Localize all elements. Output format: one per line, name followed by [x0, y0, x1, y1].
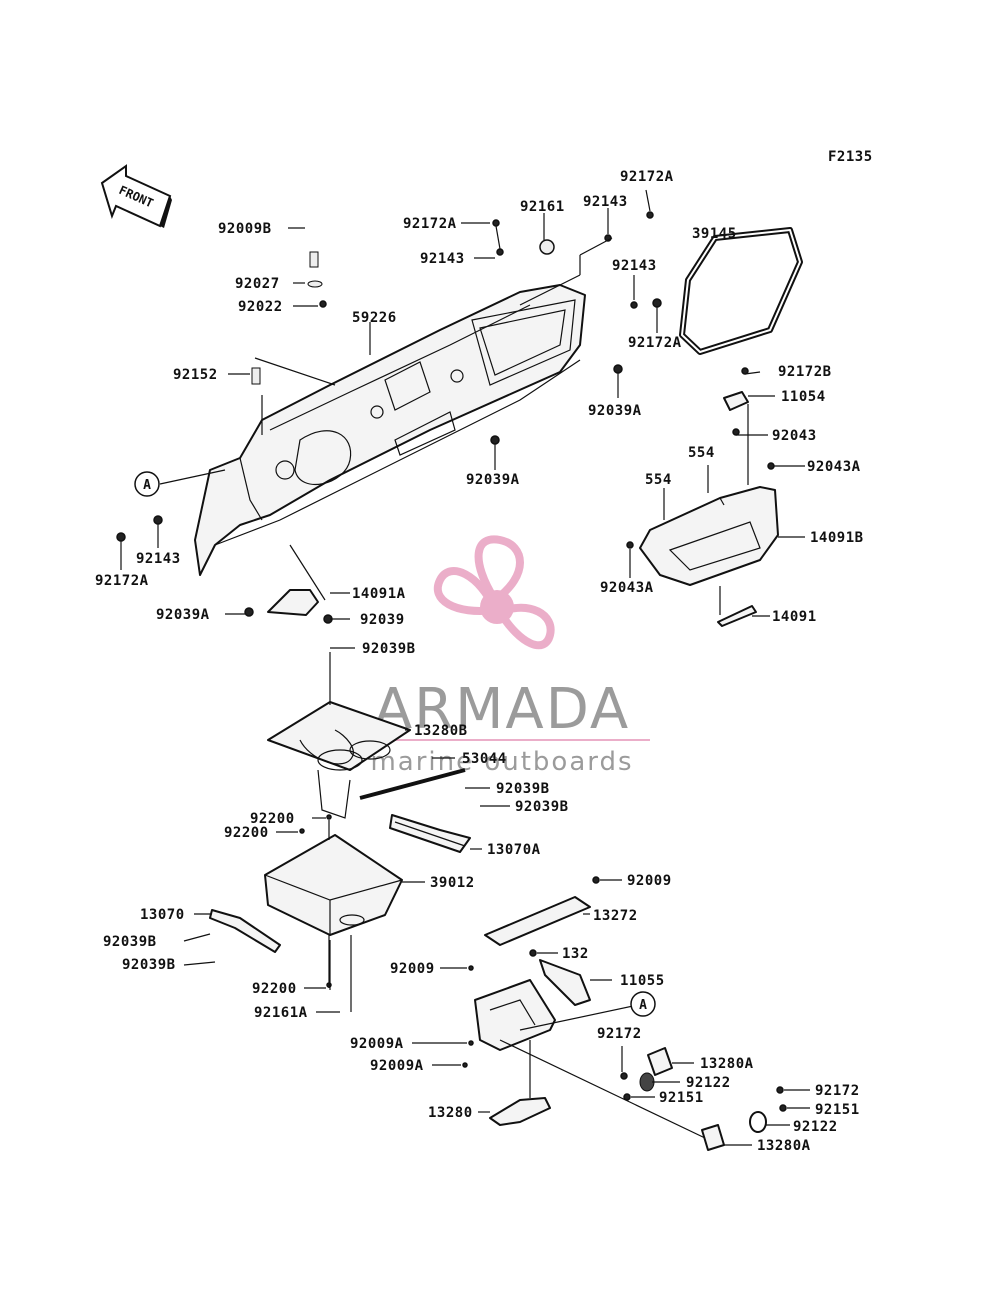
label-92200-b: 92200: [224, 825, 269, 841]
label-14091: 14091: [772, 609, 817, 625]
label-92161-top: 92161: [520, 199, 565, 215]
label-92009A-a: 92009A: [350, 1036, 404, 1052]
label-92172A-upper: 92172A: [403, 216, 457, 232]
tray-13280B: [267, 701, 411, 819]
ref-marker-a-left-label: A: [143, 478, 151, 493]
label-13280A-a: 13280A: [700, 1056, 754, 1072]
watermark: ARMADA marine outboards: [355, 535, 650, 777]
bracket-13070A: [389, 814, 471, 853]
label-92122-a: 92122: [686, 1075, 731, 1091]
ref-marker-a-right-label: A: [639, 998, 647, 1013]
bumper-92122-upper: [639, 1072, 655, 1092]
label-92122-b: 92122: [793, 1119, 838, 1135]
label-132: 132: [562, 946, 589, 962]
label-92039A-mid: 92039A: [466, 472, 520, 488]
label-92143-left: 92143: [136, 551, 181, 567]
label-11054: 11054: [781, 389, 826, 405]
label-92039A-left: 92039A: [156, 607, 210, 623]
frame-11055: [474, 959, 591, 1051]
label-14091B: 14091B: [810, 530, 864, 546]
part-labels: 92172A 92161 92143 39145 92172A 92143 92…: [95, 169, 864, 1154]
label-92143-right: 92143: [612, 258, 657, 274]
label-92172A-top: 92172A: [620, 169, 674, 185]
ref-marker-a-right: A: [630, 991, 656, 1017]
label-92161A: 92161A: [254, 1005, 308, 1021]
label-13280B: 13280B: [414, 723, 468, 739]
label-92039B-low2: 92039B: [122, 957, 176, 973]
rod-53044: [359, 768, 466, 800]
label-92172-b: 92172: [815, 1083, 860, 1099]
label-554-b: 554: [645, 472, 672, 488]
label-13272: 13272: [593, 908, 638, 924]
label-92152: 92152: [173, 367, 218, 383]
label-92039B-mid1: 92039B: [496, 781, 550, 797]
label-39012: 39012: [430, 875, 475, 891]
label-13070: 13070: [140, 907, 185, 923]
label-92039: 92039: [360, 612, 405, 628]
label-92172A-right: 92172A: [628, 335, 682, 351]
ref-marker-a-left: A: [134, 471, 160, 497]
label-92009A-b: 92009A: [370, 1058, 424, 1074]
label-14091A: 14091A: [352, 586, 406, 602]
label-92043: 92043: [772, 428, 817, 444]
label-92172-a: 92172: [597, 1026, 642, 1042]
label-92009-top: 92009: [627, 873, 672, 889]
bracket-13280: [489, 1097, 551, 1126]
label-92172B: 92172B: [778, 364, 832, 380]
dash-panel-59226: [194, 284, 586, 576]
label-92172A-left: 92172A: [95, 573, 149, 589]
cover-14091A: [267, 589, 319, 616]
label-92039B-mid2: 92039B: [515, 799, 569, 815]
bracket-13280A-lower: [701, 1124, 725, 1151]
label-39145: 39145: [692, 226, 737, 242]
leader-lines: [120, 189, 810, 1146]
label-92151-a: 92151: [659, 1090, 704, 1106]
label-13280: 13280: [428, 1105, 473, 1121]
figure-code: F2135: [828, 149, 873, 165]
front-arrow-icon: FRONT: [100, 164, 172, 228]
label-92143-top: 92143: [583, 194, 628, 210]
bumper-92122-lower: [749, 1111, 767, 1133]
bracket-13280A-upper: [647, 1047, 673, 1076]
seal-39145: [679, 227, 803, 355]
label-92039B-top: 92039B: [362, 641, 416, 657]
lid-14091B: [639, 486, 779, 586]
bracket-13070: [209, 909, 281, 953]
label-92039B-low1: 92039B: [103, 934, 157, 950]
label-92009B: 92009B: [218, 221, 272, 237]
label-554-a: 554: [688, 445, 715, 461]
label-11055: 11055: [620, 973, 665, 989]
plate-13272: [484, 896, 591, 946]
label-92151-b: 92151: [815, 1102, 860, 1118]
hinge-11054: [723, 391, 749, 411]
label-92200-c: 92200: [252, 981, 297, 997]
label-92043A-bottom: 92043A: [600, 580, 654, 596]
label-92022: 92022: [238, 299, 283, 315]
label-59226: 59226: [352, 310, 397, 326]
watermark-brand: ARMADA: [374, 677, 630, 742]
label-13070A: 13070A: [487, 842, 541, 858]
label-92143-upper: 92143: [420, 251, 465, 267]
label-92200-a: 92200: [250, 811, 295, 827]
label-92043A-top: 92043A: [807, 459, 861, 475]
label-53044: 53044: [462, 751, 507, 767]
label-92039A-right: 92039A: [588, 403, 642, 419]
label-92027: 92027: [235, 276, 280, 292]
lid-strip-14091: [717, 605, 757, 627]
box-39012: [264, 834, 403, 936]
propeller-logo-icon: [434, 535, 555, 650]
label-92009-low: 92009: [390, 961, 435, 977]
label-13280A-b: 13280A: [757, 1138, 811, 1154]
watermark-tagline: marine outboards: [370, 747, 633, 777]
